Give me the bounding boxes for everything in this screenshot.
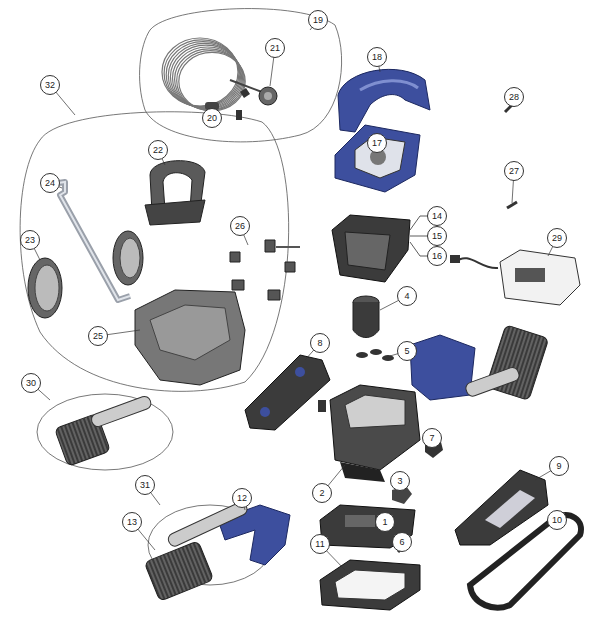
callout-number: 26 bbox=[230, 216, 250, 236]
callout-number: 32 bbox=[40, 75, 60, 95]
callout-number: 3 bbox=[390, 471, 410, 491]
callout-number: 30 bbox=[21, 373, 41, 393]
callout-number: 20 bbox=[202, 108, 222, 128]
callout-number: 10 bbox=[547, 510, 567, 530]
callout-number: 6 bbox=[392, 532, 412, 552]
callout-number: 8 bbox=[310, 333, 330, 353]
callout-number: 28 bbox=[504, 87, 524, 107]
callout-number: 19 bbox=[308, 10, 328, 30]
callout-number: 21 bbox=[265, 38, 285, 58]
callout-number: 31 bbox=[135, 475, 155, 495]
callout-number: 4 bbox=[397, 286, 417, 306]
callout-number: 7 bbox=[422, 428, 442, 448]
callout-number: 11 bbox=[310, 534, 330, 554]
callout-number: 22 bbox=[148, 140, 168, 160]
callout-number: 23 bbox=[20, 230, 40, 250]
callout-number: 2 bbox=[312, 483, 332, 503]
callout-number: 5 bbox=[397, 341, 417, 361]
callout-number: 17 bbox=[367, 133, 387, 153]
callout-number: 18 bbox=[367, 47, 387, 67]
callout-number: 13 bbox=[122, 512, 142, 532]
callout-number: 27 bbox=[504, 161, 524, 181]
callout-number: 16 bbox=[427, 246, 447, 266]
callout-number: 25 bbox=[88, 326, 108, 346]
callout-number: 14 bbox=[427, 206, 447, 226]
callout-number: 15 bbox=[427, 226, 447, 246]
callout-number: 29 bbox=[547, 228, 567, 248]
callout-number: 9 bbox=[549, 456, 569, 476]
callout-number: 24 bbox=[40, 173, 60, 193]
callout-number: 12 bbox=[232, 488, 252, 508]
callout-number: 1 bbox=[375, 512, 395, 532]
